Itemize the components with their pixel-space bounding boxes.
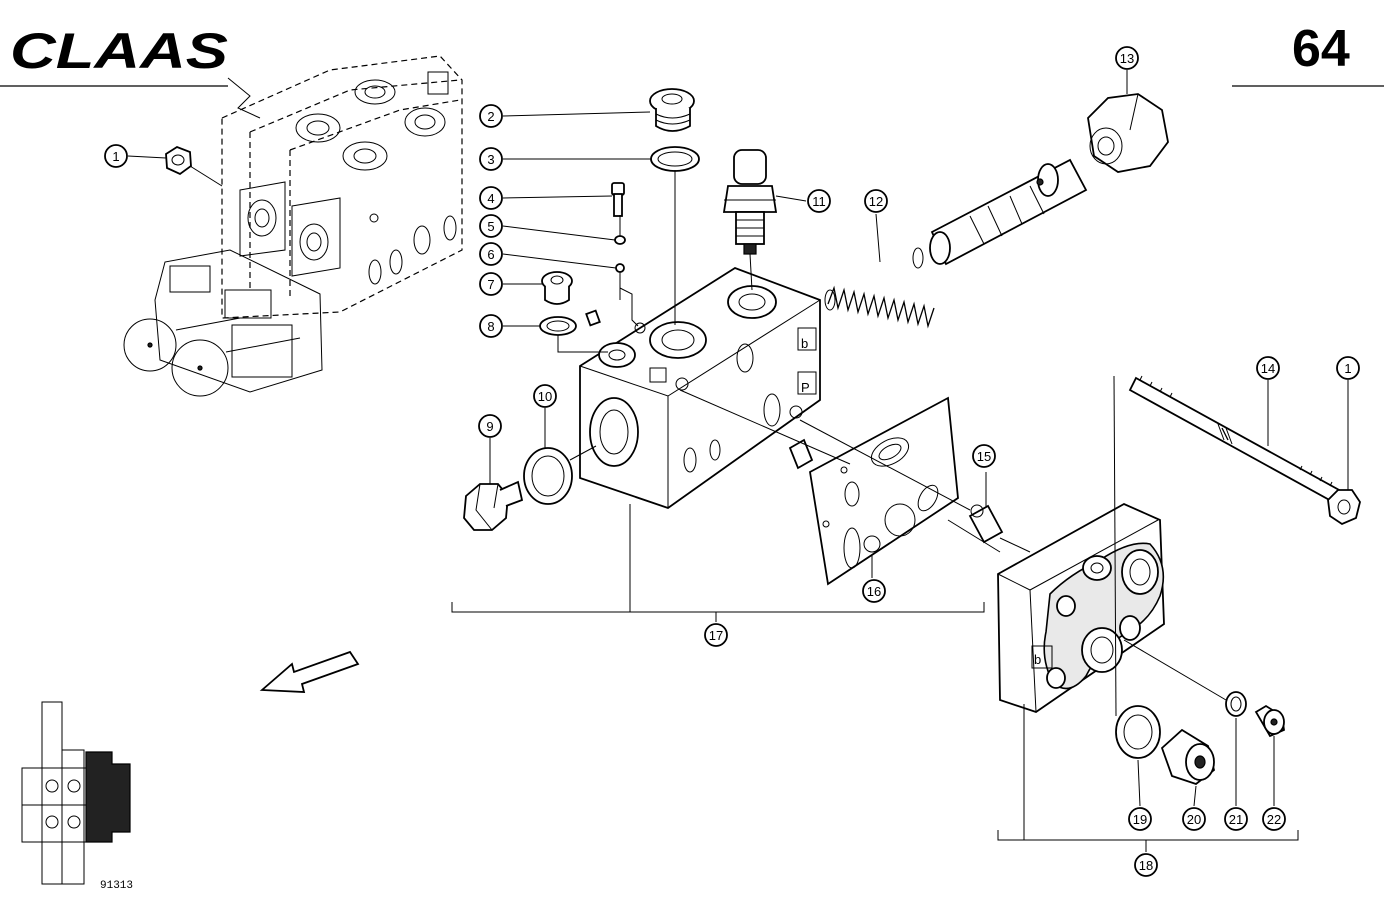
leader-lines (127, 70, 1349, 852)
callout-8: 8 (479, 314, 503, 338)
callout-9: 9 (478, 414, 502, 438)
callout-21: 21 (1224, 807, 1248, 831)
svg-text:1: 1 (1344, 361, 1351, 376)
callout-15: 15 (972, 444, 996, 468)
callout-1-left: 1 (104, 144, 128, 168)
page-header: CLAAS 64 (0, 20, 1384, 87)
svg-text:18: 18 (1139, 858, 1153, 873)
figure-number: 91313 (100, 880, 133, 892)
svg-text:10: 10 (538, 389, 552, 404)
svg-text:21: 21 (1229, 812, 1243, 827)
end-plate: b (997, 502, 1165, 713)
locator-thumbnail: 91313 (21, 701, 133, 892)
callout-18: 18 (1134, 853, 1158, 877)
svg-text:14: 14 (1261, 361, 1275, 376)
callout-7: 7 (479, 272, 503, 296)
callout-6: 6 (479, 242, 503, 266)
callouts: 1 2 3 4 5 6 7 8 9 10 11 12 13 14 1 15 16… (104, 46, 1360, 877)
svg-text:15: 15 (977, 449, 991, 464)
svg-text:8: 8 (487, 319, 494, 334)
svg-text:1: 1 (112, 149, 119, 164)
valve-block: b P (579, 266, 821, 510)
svg-text:9: 9 (486, 419, 493, 434)
callout-20: 20 (1182, 807, 1206, 831)
callout-10: 10 (533, 384, 557, 408)
svg-text:2: 2 (487, 109, 494, 124)
port-marking-b-plate: b (1034, 652, 1041, 667)
valve-bank-assembly (123, 55, 463, 397)
callout-4: 4 (479, 186, 503, 210)
svg-text:20: 20 (1187, 812, 1201, 827)
svg-text:5: 5 (487, 219, 494, 234)
svg-text:22: 22 (1267, 812, 1281, 827)
callout-17: 17 (704, 623, 728, 647)
callout-11: 11 (807, 189, 831, 213)
svg-text:13: 13 (1120, 51, 1134, 66)
callout-22: 22 (1262, 807, 1286, 831)
page-number: 64 (1292, 20, 1350, 78)
svg-text:3: 3 (487, 152, 494, 167)
svg-text:12: 12 (869, 194, 883, 209)
callout-16: 16 (862, 579, 886, 603)
brand-logo: CLAAS (10, 23, 228, 79)
callout-2: 2 (479, 104, 503, 128)
callout-19: 19 (1128, 807, 1152, 831)
direction-arrow (259, 650, 360, 693)
port-marking-p-block: P (801, 380, 810, 395)
svg-text:19: 19 (1133, 812, 1147, 827)
svg-text:7: 7 (487, 277, 494, 292)
callout-1-right: 1 (1336, 356, 1360, 380)
gasket-plate (809, 396, 959, 586)
small-parts (463, 88, 1361, 786)
svg-text:11: 11 (812, 194, 826, 209)
callout-14: 14 (1256, 356, 1280, 380)
port-marking-b-block: b (801, 336, 808, 351)
svg-text:6: 6 (487, 247, 494, 262)
callout-5: 5 (479, 214, 503, 238)
callout-13: 13 (1115, 46, 1139, 70)
svg-text:4: 4 (487, 191, 494, 206)
callout-3: 3 (479, 147, 503, 171)
svg-text:17: 17 (709, 628, 723, 643)
svg-text:16: 16 (867, 584, 881, 599)
callout-12: 12 (864, 189, 888, 213)
